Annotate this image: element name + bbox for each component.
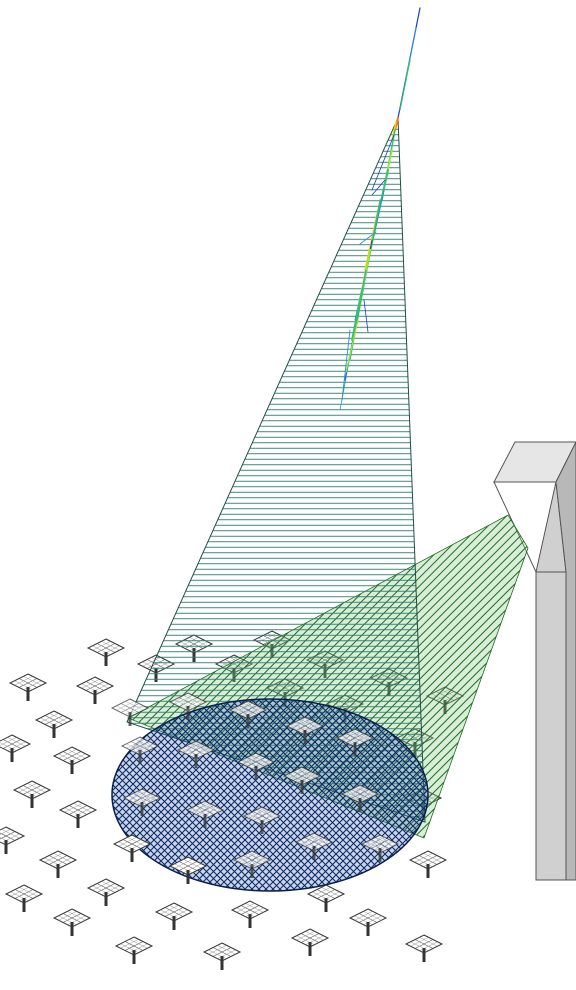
heliostat [155,902,193,931]
air-shower-tracks [339,7,421,411]
heliostat [291,928,329,957]
heliostat [115,936,153,965]
heliostat [349,908,387,937]
heliostat [87,878,125,907]
heliostat [307,884,345,913]
heliostat [405,934,443,963]
heliostat [203,942,241,971]
cherenkov-light-pool [111,698,429,892]
heliostat [231,900,269,929]
heliostat [35,710,73,739]
heliostat [53,746,91,775]
heliostat [59,800,97,829]
heliostat [39,850,77,879]
heliostat [0,826,25,855]
heliostat [76,676,114,705]
solar-tower [493,441,576,881]
heliostat [409,850,447,879]
heliostat [0,734,31,763]
tower-shaft [535,571,567,881]
heliostat [13,780,51,809]
heliostat [5,884,43,913]
heliostat [9,673,47,702]
heliostat [87,638,125,667]
heliostat [53,908,91,937]
